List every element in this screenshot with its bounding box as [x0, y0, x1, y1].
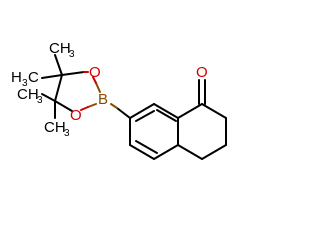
svg-text:CH: CH: [44, 119, 66, 136]
svg-text:CH: CH: [17, 86, 39, 103]
svg-text:C: C: [28, 69, 39, 86]
ring-oxygen-top-label: O: [89, 64, 101, 81]
ring-oxygen-bottom-label: O: [70, 107, 82, 124]
carbon-boron-bond-b-half: [110, 103, 118, 109]
svg-text:3: 3: [22, 78, 28, 89]
svg-text:H: H: [11, 69, 22, 86]
svg-text:3: 3: [69, 49, 75, 60]
carbon-boron-bond: [116, 107, 131, 119]
carbonyl-bond: [198, 79, 206, 105]
aromatic-ring: [129, 103, 179, 160]
carbonyl-oxygen-label: O: [196, 64, 208, 81]
svg-text:CH: CH: [49, 40, 71, 57]
boron-label: B: [98, 91, 108, 108]
methyl-2-label: H 3 C: [11, 69, 39, 89]
svg-text:3: 3: [37, 95, 43, 106]
methyl-bonds: [41, 54, 63, 119]
methyl-1-label: CH 3: [49, 40, 75, 60]
dioxaborolane-ring: [54, 71, 101, 112]
methyl-3-label: CH 3: [17, 86, 43, 106]
cyclohexanone-ring: [177, 103, 227, 160]
molecule-diagram: O O O B CH 3 H 3 C CH 3 CH 3: [11, 40, 227, 160]
methyl-4-label: CH 3: [44, 119, 70, 139]
svg-text:3: 3: [64, 128, 70, 139]
